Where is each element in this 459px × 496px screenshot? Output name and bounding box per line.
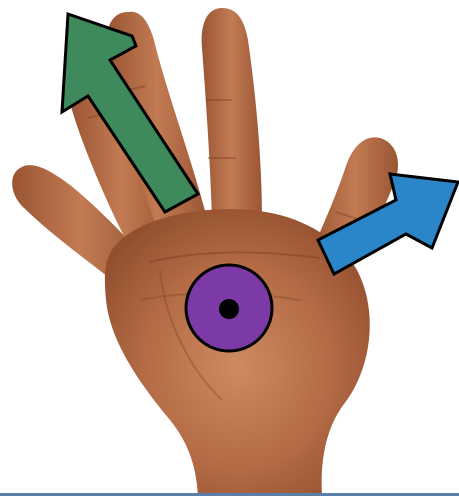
symbol-dot bbox=[219, 299, 239, 319]
ring-finger bbox=[202, 8, 262, 222]
out-of-page-symbol bbox=[186, 265, 272, 351]
